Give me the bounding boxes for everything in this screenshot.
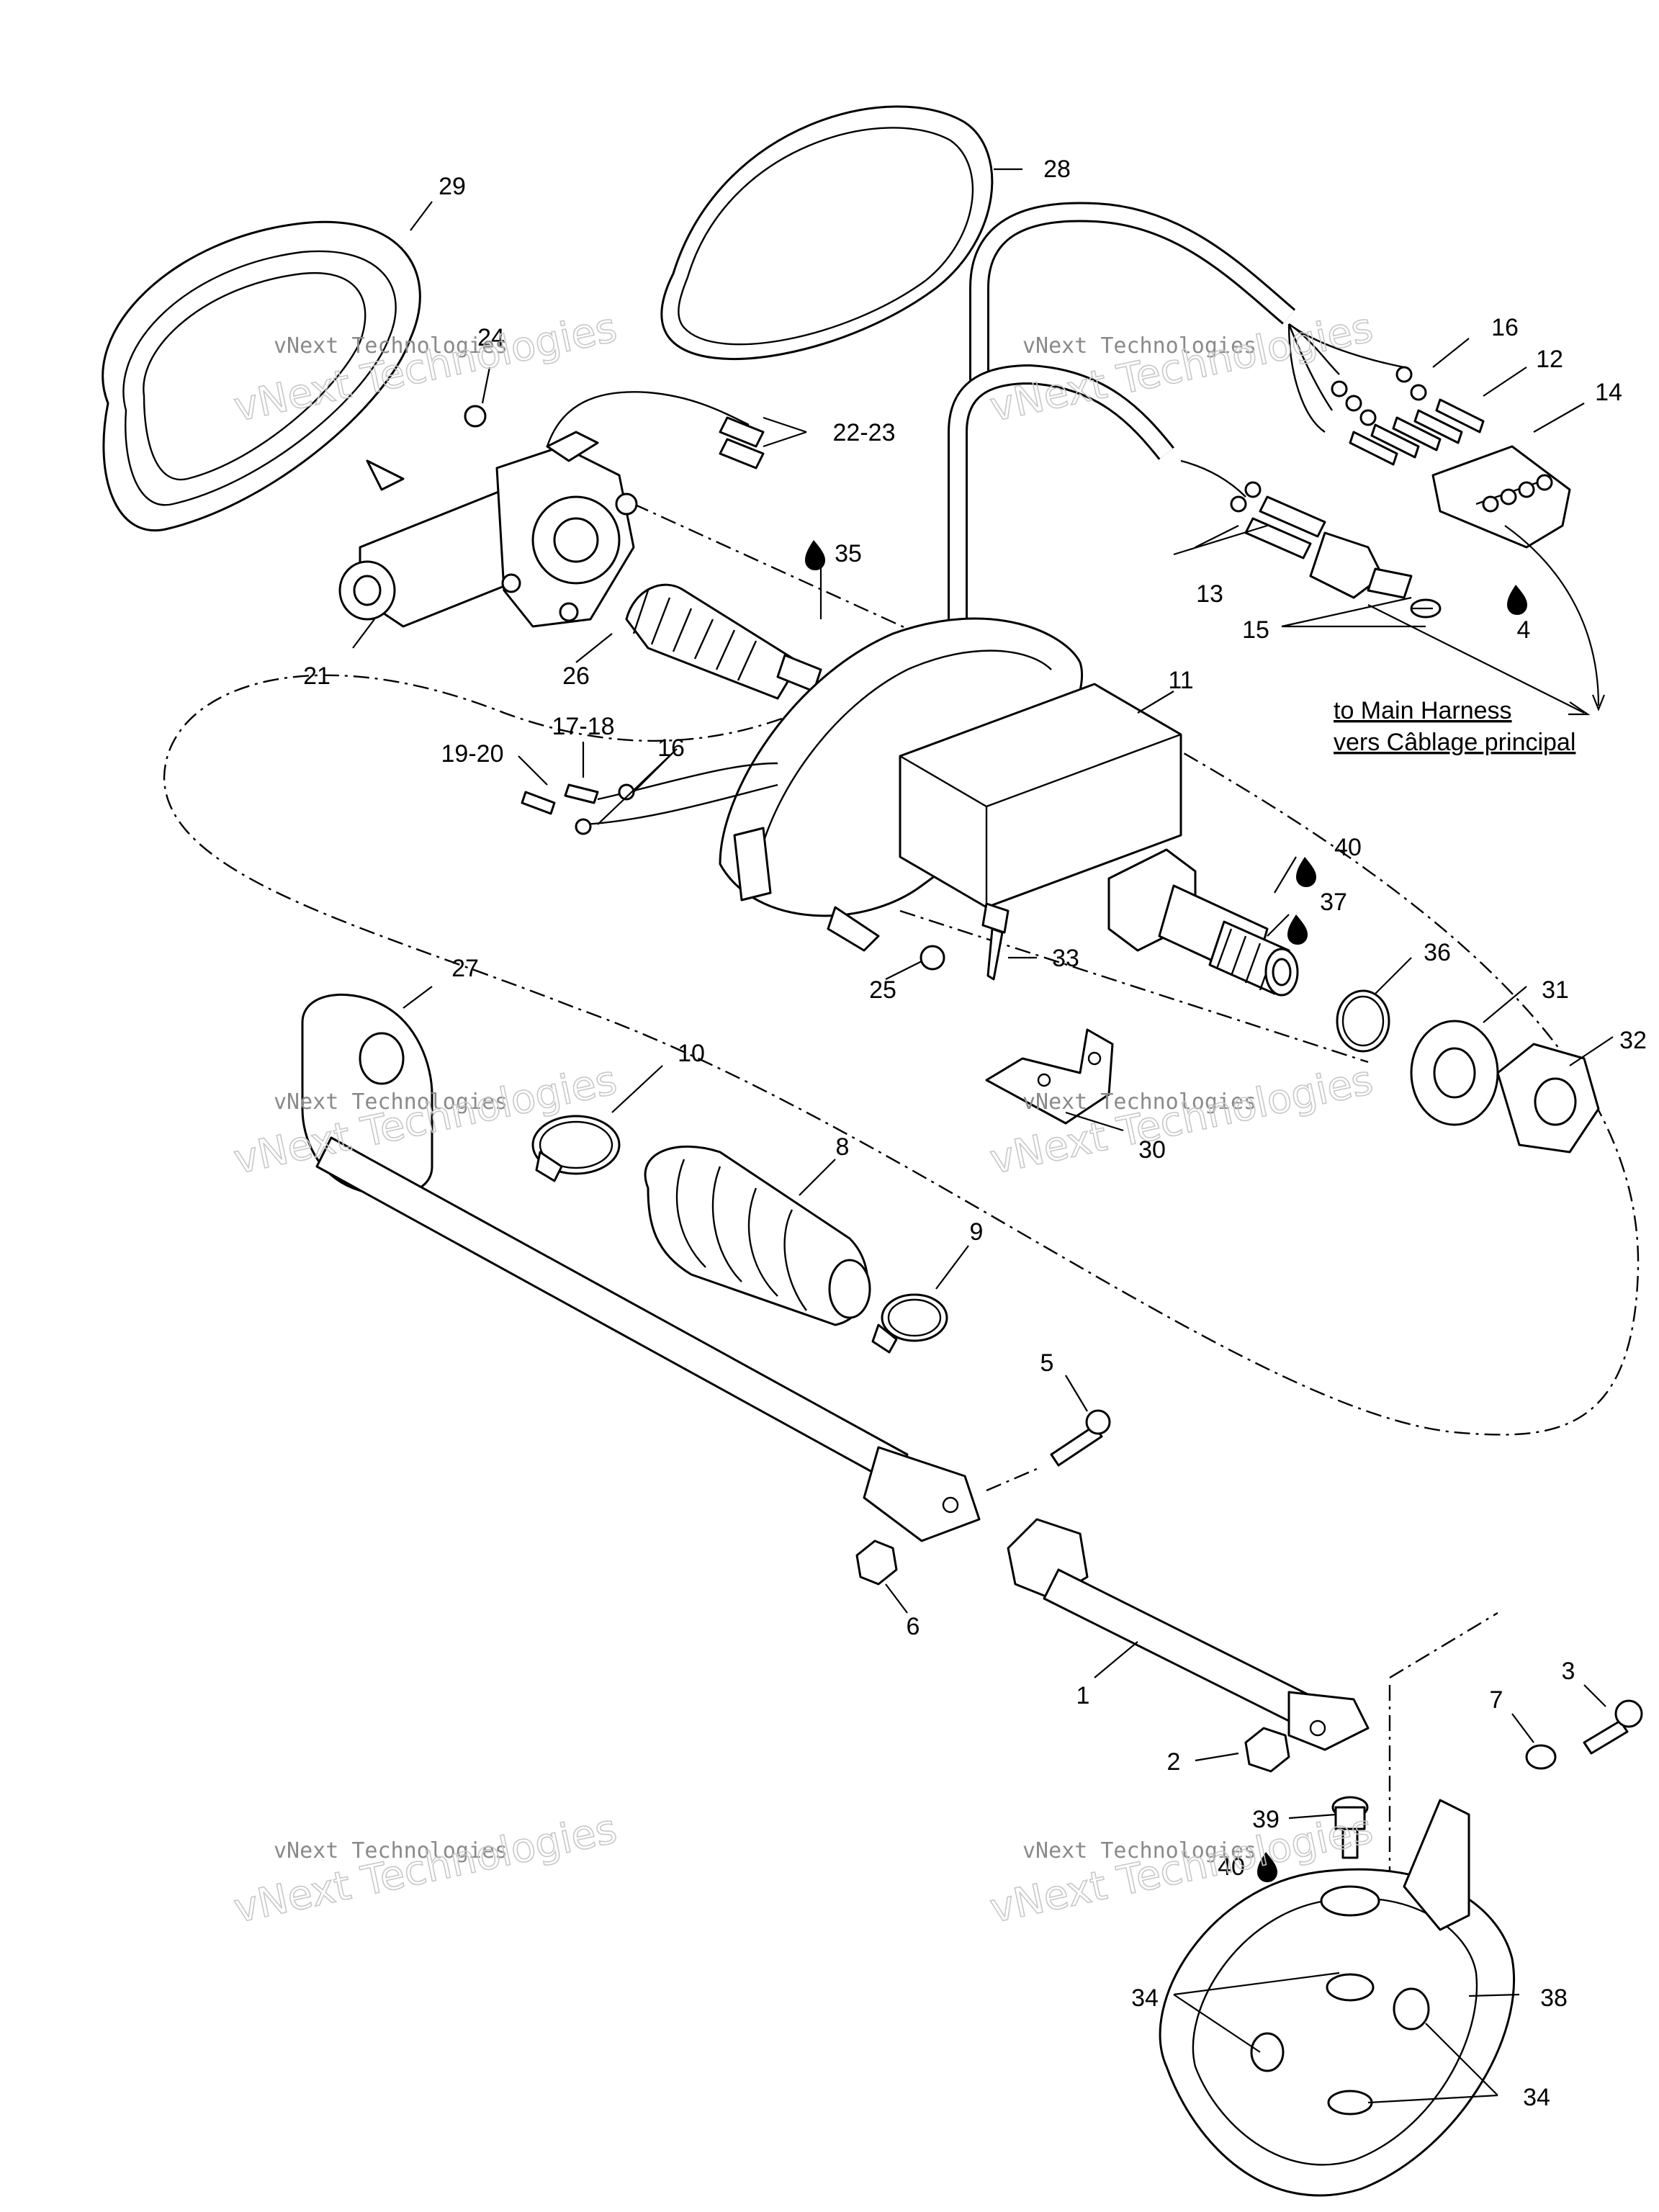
callout-31: 31 [1542, 976, 1569, 1004]
callout-28: 28 [1043, 156, 1071, 183]
ring-part-38 [1159, 1799, 1516, 2197]
callout-19-20: 19-20 [441, 740, 504, 768]
nut-part-24 [464, 405, 487, 428]
harness-arrow [1504, 525, 1600, 706]
harness-arrow [1367, 604, 1585, 714]
oil-drop-icon [1287, 914, 1308, 945]
bolt-part-3 [1583, 1699, 1643, 1755]
callout-21: 21 [303, 662, 331, 690]
oil-drop-icon [1257, 1852, 1277, 1882]
harness-note-fr: vers Câblage principal [1334, 729, 1575, 756]
callout-11: 11 [1168, 667, 1193, 694]
watermark-text: vNext Technologies [1022, 1838, 1256, 1863]
callout-14: 14 [1595, 379, 1622, 406]
tube-part-27 [301, 993, 981, 1542]
rod-part-1 [1007, 1518, 1370, 1751]
callout-8: 8 [836, 1133, 850, 1161]
callout-38: 38 [1540, 1984, 1568, 2012]
callout-12: 12 [1536, 346, 1563, 373]
assembly-outline [163, 625, 1640, 1436]
callout-1: 1 [1076, 1682, 1090, 1709]
watermark-text: vNext Technologies [1022, 1089, 1256, 1115]
screw-part-39 [1331, 1796, 1369, 1859]
arrowhead [1591, 694, 1606, 711]
callout-3: 3 [1562, 1658, 1575, 1685]
callout-29: 29 [439, 173, 466, 200]
callout-15: 15 [1242, 616, 1269, 644]
callout-7: 7 [1490, 1686, 1503, 1714]
callout-16b: 16 [657, 734, 685, 762]
callout-37: 37 [1320, 889, 1347, 916]
callout-6: 6 [907, 1613, 920, 1640]
motor-part-21 [338, 391, 765, 628]
wire-17-20 [521, 762, 778, 835]
callout-32: 32 [1619, 1027, 1647, 1054]
callout-16a: 16 [1491, 314, 1519, 341]
washer-part-7 [1525, 1744, 1557, 1770]
watermark-text: vNext Technologies [1022, 333, 1256, 359]
callout-13: 13 [1196, 580, 1223, 608]
nut-part-2 [1244, 1727, 1290, 1773]
callout-27: 27 [451, 955, 479, 982]
callout-34b: 34 [1523, 2084, 1550, 2111]
callout-17-18: 17-18 [552, 713, 615, 740]
oil-drop-icon [805, 540, 825, 570]
screw-part-33 [981, 902, 1010, 981]
callout-36: 36 [1424, 939, 1451, 966]
callout-25: 25 [869, 976, 896, 1004]
connector-parts [1287, 323, 1571, 549]
callout-10: 10 [678, 1040, 705, 1067]
callout-34a: 34 [1131, 1984, 1159, 2012]
cover-part-29 [102, 220, 421, 532]
callout-26: 26 [562, 662, 590, 690]
belt-part-28 [660, 105, 994, 361]
callout-24: 24 [477, 324, 505, 351]
arrowhead [1568, 701, 1591, 716]
guide-line [1389, 1611, 1498, 1679]
worm-part-26 [625, 583, 822, 700]
housing-part-11 [719, 617, 1182, 952]
watermark-text: vNext Technologies [274, 1089, 508, 1115]
callout-33: 33 [1052, 945, 1079, 972]
o-ring-inner [1341, 995, 1385, 1047]
clamp-part-9 [871, 1293, 948, 1354]
bushing-part-25 [920, 945, 945, 971]
callout-4: 4 [1517, 616, 1531, 644]
callout-35: 35 [835, 540, 862, 567]
o-ring-part-36 [1336, 989, 1390, 1053]
washer-hole [1433, 1047, 1476, 1099]
callout-2: 2 [1167, 1748, 1181, 1776]
watermark-outline: vNext Technologies [230, 1806, 621, 1933]
nut-part-6 [855, 1539, 898, 1586]
oil-drop-icon [1507, 585, 1527, 615]
harness-note-en: to Main Harness [1334, 697, 1512, 724]
oil-drop-icon [1296, 857, 1316, 887]
guide-line [899, 909, 1369, 1064]
watermark-text: vNext Technologies [274, 1838, 508, 1863]
callout-5: 5 [1040, 1349, 1054, 1377]
callout-22-23: 22-23 [833, 419, 896, 446]
bracket-part-30 [985, 1028, 1114, 1125]
boot-part-8 [644, 1145, 871, 1326]
guide-line [986, 1467, 1038, 1492]
callout-39: 39 [1252, 1806, 1280, 1833]
clamp-part-10 [531, 1115, 621, 1182]
callout-30: 30 [1138, 1136, 1166, 1164]
watermark-text: vNext Technologies [274, 333, 508, 359]
leader-lines [352, 168, 1614, 2104]
callout-40a: 40 [1334, 834, 1362, 861]
callout-9: 9 [970, 1218, 984, 1246]
callout-40b: 40 [1218, 1853, 1245, 1881]
screw-part-5 [1050, 1409, 1111, 1467]
shaft-part [1107, 848, 1299, 997]
nut-hole [1534, 1077, 1577, 1126]
